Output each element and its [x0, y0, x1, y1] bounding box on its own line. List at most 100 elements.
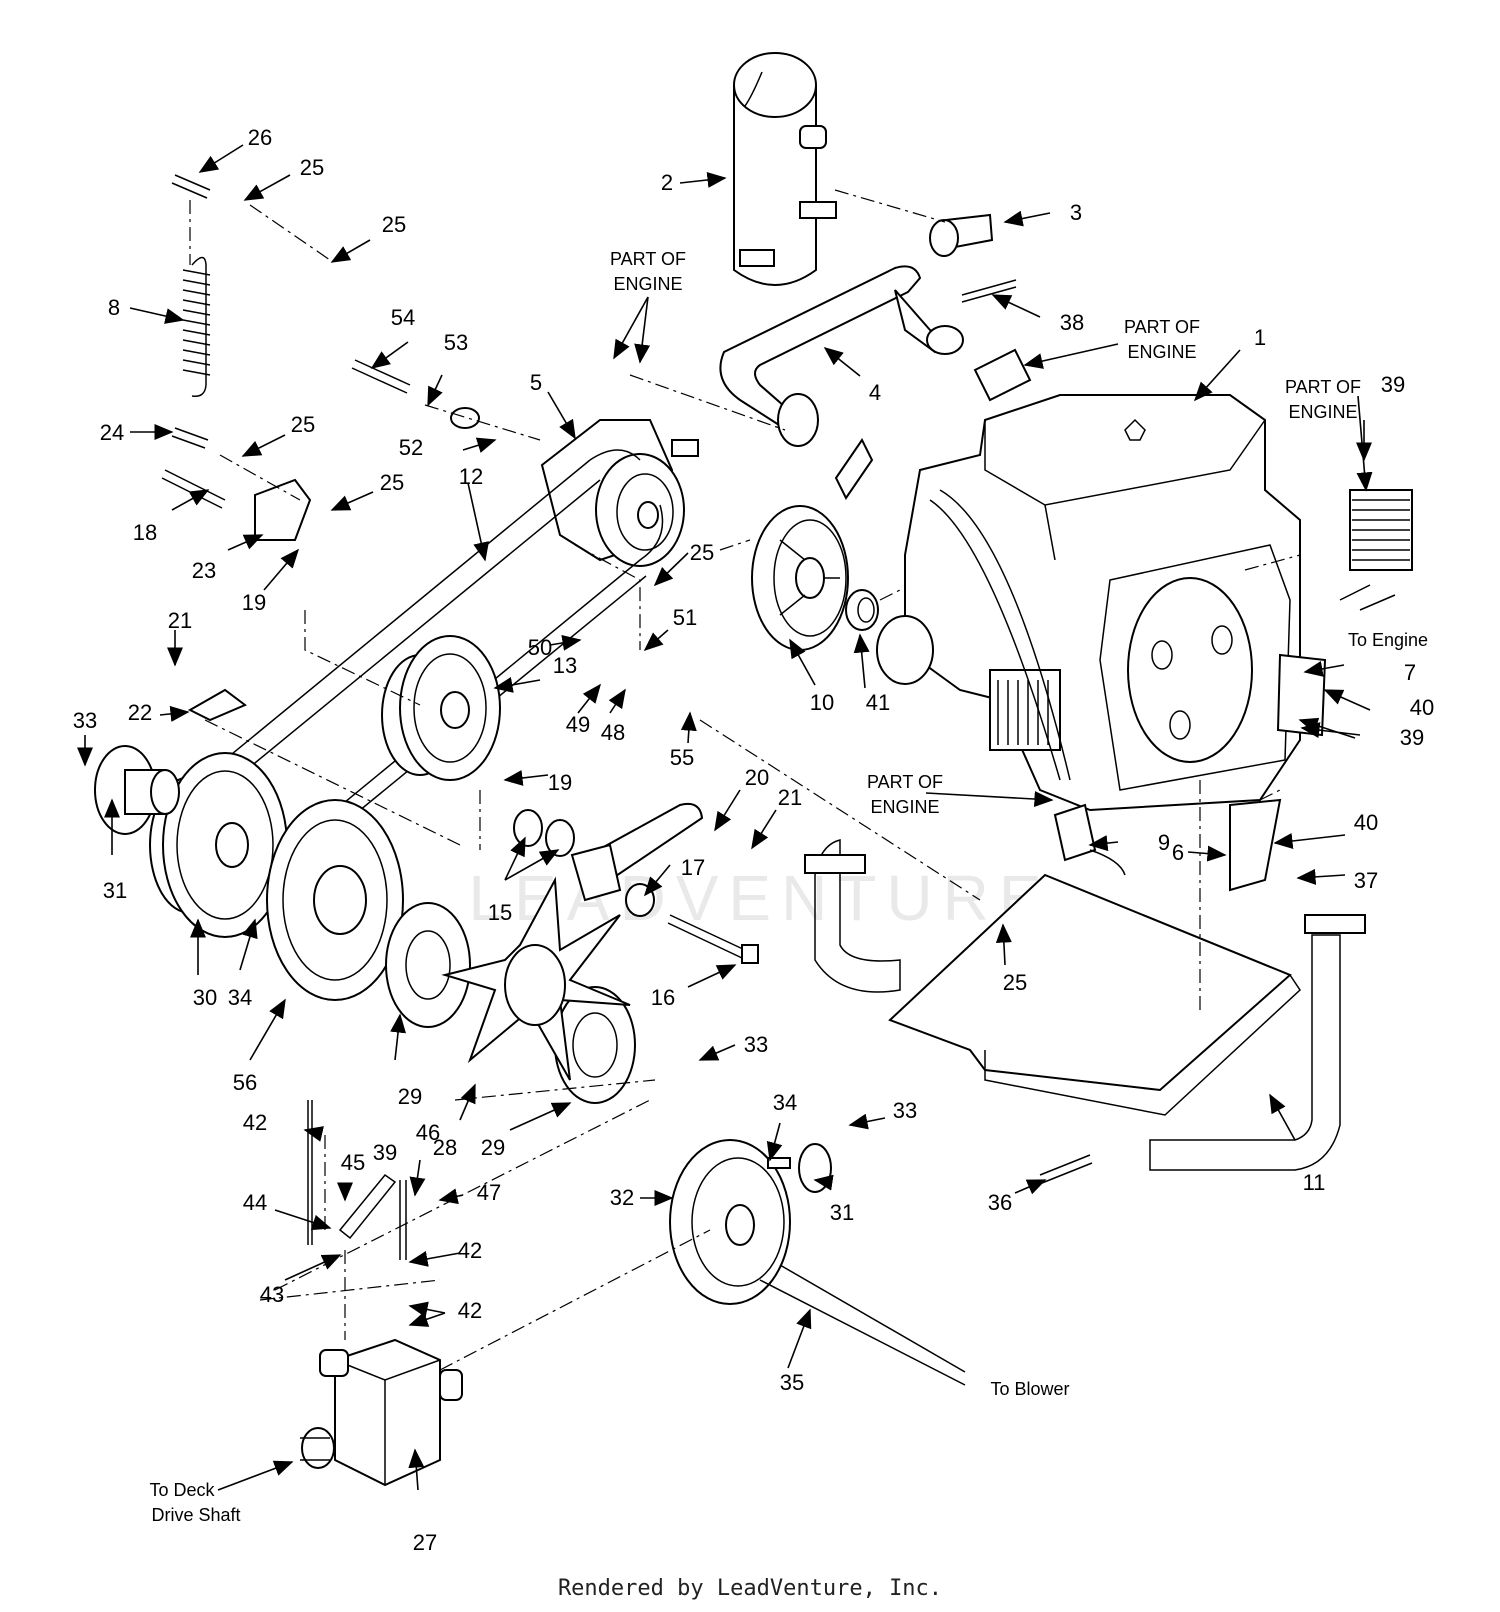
engine-pulley-part [751, 505, 849, 651]
callout-42b: 42 [458, 1238, 482, 1263]
blower-pulley-part [669, 1139, 791, 1305]
callout-21b: 21 [778, 785, 802, 810]
engine-note-4: PART OF ENGINE [867, 772, 943, 817]
callout-39a: 39 [1381, 372, 1405, 397]
to-blower-note: To Blower [990, 1379, 1069, 1399]
callout-25d: 25 [380, 470, 404, 495]
mounting-bracket-part [254, 478, 312, 541]
callout-13: 13 [553, 653, 577, 678]
fan-flange-part [572, 1012, 618, 1078]
gearbox-part [300, 1338, 463, 1487]
callout-3: 3 [1070, 200, 1082, 225]
callout-25e: 25 [690, 540, 714, 565]
callout-6: 6 [1172, 840, 1184, 865]
callout-46: 46 [416, 1120, 440, 1145]
callout-54: 54 [391, 305, 415, 330]
callout-25a: 25 [300, 155, 324, 180]
callout-34b: 34 [773, 1090, 797, 1115]
callout-40a: 40 [1410, 695, 1434, 720]
callout-22: 22 [128, 700, 152, 725]
svg-text:PART OF: PART OF [1124, 317, 1200, 337]
callout-18: 18 [133, 520, 157, 545]
bearing-part [545, 819, 575, 857]
bolt-part [171, 427, 209, 449]
svg-text:ENGINE: ENGINE [613, 274, 682, 294]
pulley-plate-part [266, 799, 404, 1001]
bearing-part [513, 809, 543, 847]
watermark-text: LEADVENTURE [469, 862, 1052, 934]
engine-note-3: PART OF ENGINE [1285, 377, 1361, 422]
cooling-fan-part [441, 876, 631, 1081]
callout-15: 15 [488, 900, 512, 925]
bolt-head-part [741, 944, 759, 964]
callout-53: 53 [444, 330, 468, 355]
svg-text:PART OF: PART OF [1285, 377, 1361, 397]
heat-shield-spring-part [961, 279, 1017, 303]
fan-flange-part [385, 902, 471, 1028]
exhaust-coupler-part [929, 213, 994, 257]
callout-16: 16 [651, 985, 675, 1010]
electric-clutch-part [540, 419, 699, 567]
callout-32: 32 [610, 1185, 634, 1210]
tension-spring-part [182, 256, 211, 398]
control-rod-part [307, 1100, 313, 1245]
callout-42c: 42 [458, 1298, 482, 1323]
oil-filter-bracket-part [1276, 653, 1327, 737]
engine-mount-bracket-part [1229, 798, 1282, 892]
idler-pulley-part [381, 635, 501, 781]
engine-note-2: PART OF ENGINE [1124, 317, 1200, 362]
callout-45: 45 [341, 1150, 365, 1175]
engine-part [876, 394, 1301, 812]
callout-43: 43 [260, 1282, 284, 1307]
callout-40b: 40 [1354, 810, 1378, 835]
callout-24: 24 [100, 420, 124, 445]
callout-48: 48 [601, 720, 625, 745]
callout-33b: 33 [744, 1032, 768, 1057]
washer-part [450, 407, 480, 429]
oil-cooler-part [1339, 489, 1413, 611]
callout-25c: 25 [291, 412, 315, 437]
key-part [767, 1157, 791, 1169]
callout-19b: 19 [242, 590, 266, 615]
callout-51: 51 [673, 605, 697, 630]
callout-9: 9 [1158, 830, 1170, 855]
callout-34a: 34 [228, 985, 252, 1010]
callout-38: 38 [1060, 310, 1084, 335]
callout-7: 7 [1404, 660, 1416, 685]
callout-29a: 29 [398, 1084, 422, 1109]
to-engine-note: To Engine [1348, 630, 1428, 650]
svg-text:ENGINE: ENGINE [870, 797, 939, 817]
to-deck-note: To Deck Drive Shaft [149, 1480, 240, 1525]
callout-42a: 42 [243, 1110, 267, 1135]
callout-30: 30 [193, 985, 217, 1010]
exhaust-gasket-part [973, 348, 1032, 402]
callout-21a: 21 [168, 608, 192, 633]
svg-text:ENGINE: ENGINE [1288, 402, 1357, 422]
render-credit: Rendered by LeadVenture, Inc. [557, 1576, 943, 1601]
callout-55: 55 [670, 745, 694, 770]
callout-49: 49 [566, 712, 590, 737]
callout-50: 50 [528, 635, 552, 660]
bolt-part [161, 469, 226, 509]
callout-52: 52 [399, 435, 423, 460]
callout-31b: 31 [830, 1200, 854, 1225]
exhaust-pipe-part [719, 265, 964, 447]
callout-39c: 39 [373, 1140, 397, 1165]
callout-31a: 31 [103, 878, 127, 903]
callout-2: 2 [661, 170, 673, 195]
leader-lines [77, 144, 1373, 1491]
callout-33c: 33 [893, 1098, 917, 1123]
idler-bracket-part [187, 688, 247, 722]
callout-28: 28 [433, 1135, 457, 1160]
blower-belt-part [759, 1264, 966, 1386]
callout-41: 41 [866, 690, 890, 715]
svg-text:Drive Shaft: Drive Shaft [151, 1505, 240, 1525]
callout-25f: 25 [1003, 970, 1027, 995]
callout-20: 20 [745, 765, 769, 790]
callout-33a: 33 [73, 708, 97, 733]
callout-8: 8 [108, 295, 120, 320]
callout-10: 10 [810, 690, 834, 715]
callout-12: 12 [459, 464, 483, 489]
engine-note-1: PART OF ENGINE [610, 249, 686, 294]
